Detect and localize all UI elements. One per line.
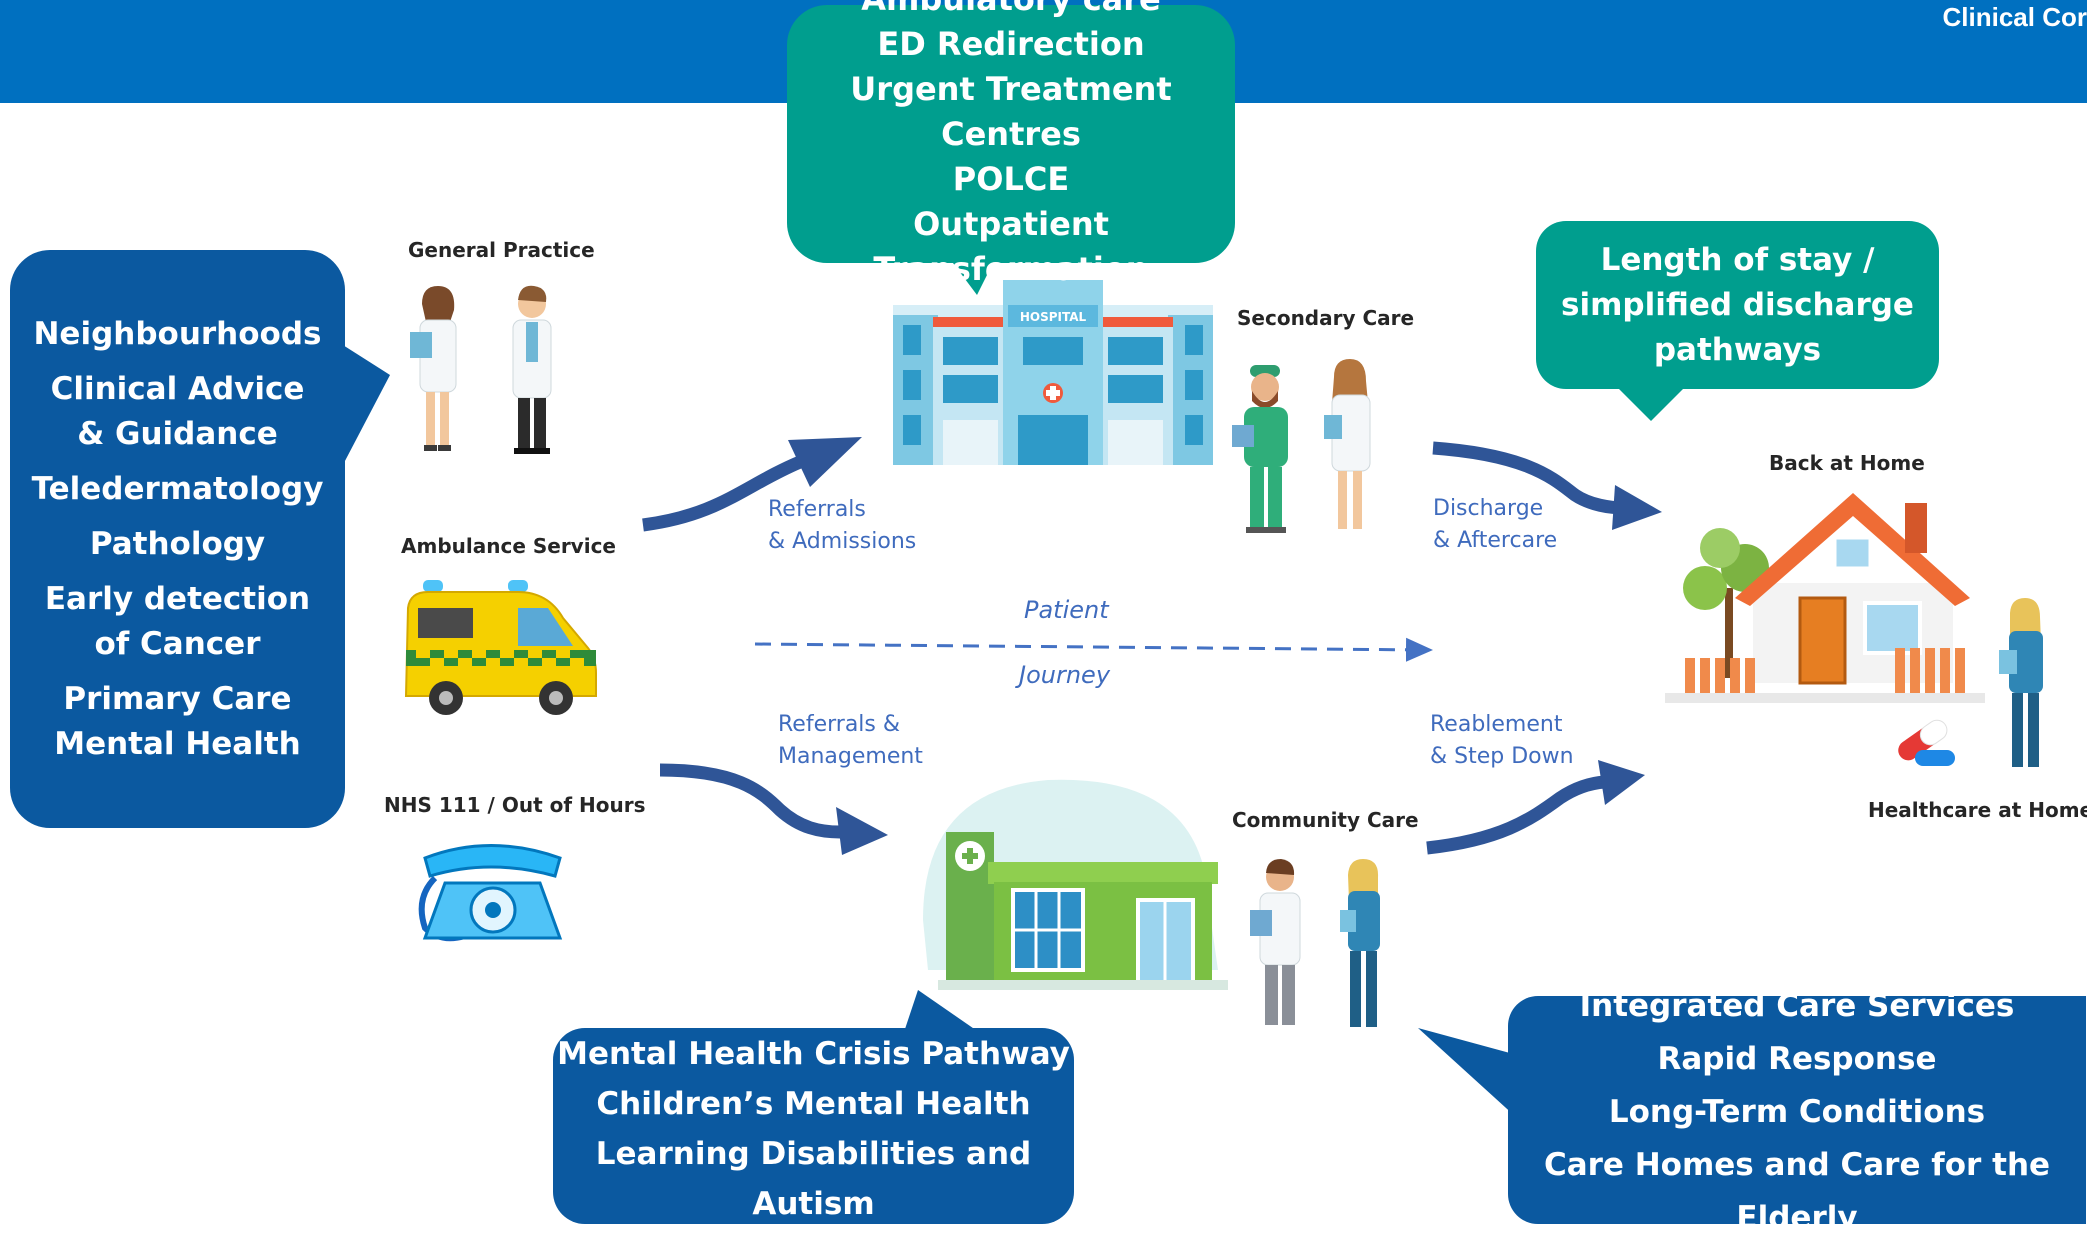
discharge-bubble-line: pathways	[1653, 331, 1822, 368]
community-care-label: Community Care	[1232, 808, 1419, 832]
healthcare-at-home-label: Healthcare at Home	[1868, 798, 2087, 822]
discharge-bubble-tail	[1611, 381, 1691, 421]
flow-label-line: Management	[778, 744, 923, 769]
flow-label-line: Referrals &	[778, 712, 901, 737]
referrals-management-arrow	[659, 763, 888, 855]
mental-health-bubble-line: Learning Disabilities and Autism	[595, 1136, 1032, 1222]
top-bubble-line: Outpatient Transformation	[873, 204, 1149, 288]
secondary-care-staff-illustration	[1232, 359, 1371, 533]
left-bubble-line: Primary Care Mental Health	[54, 680, 301, 762]
flow-label-line: & Aftercare	[1433, 528, 1558, 553]
flow-label-line: Reablement	[1430, 712, 1563, 737]
top-bubble-line: ED Redirection	[877, 24, 1145, 63]
left-bubble-line: Pathology	[89, 525, 266, 562]
header-title: Clinical Cor	[1942, 2, 2087, 32]
ambulance-service-label: Ambulance Service	[401, 534, 616, 558]
integrated-care-bubble-line: Care Homes and Care for the Elderly	[1543, 1146, 2051, 1236]
male-doctor-icon	[1250, 859, 1301, 1025]
top-bubble-line: Ambulatory care	[861, 0, 1160, 22]
flow-label-line: & Step Down	[1430, 744, 1574, 769]
reablement-stepdown-label: Reablement & Step Down	[1430, 709, 1574, 773]
left-bubble-tail	[335, 340, 390, 480]
surgeon-icon	[1232, 365, 1288, 533]
home-nurse-icon	[1999, 598, 2043, 767]
community-care-building-illustration	[923, 779, 1228, 990]
flow-label-line: Discharge	[1433, 496, 1544, 521]
mental-health-bubble-line: Mental Health Crisis Pathway	[557, 1036, 1070, 1072]
top-bubble-tail	[947, 255, 997, 295]
left-bubble-line: Early detection of Cancer	[44, 580, 311, 662]
ambulance-illustration	[404, 580, 597, 715]
left-bubble-line: Clinical Advice & Guidance	[50, 370, 305, 452]
nhs111-label: NHS 111 / Out of Hours	[384, 793, 646, 817]
discharge-aftercare-label: Discharge & Aftercare	[1433, 493, 1557, 557]
integrated-care-bubble-line: Rapid Response	[1657, 1040, 1937, 1077]
hospital-sign: HOSPITAL	[1020, 310, 1087, 324]
secondary-care-label: Secondary Care	[1237, 306, 1415, 330]
top-services-bubble: Ambulatory care ED Redirection Urgent Tr…	[787, 0, 1235, 295]
mental-health-bubble-tail	[903, 990, 983, 1035]
left-bubble-line: Neighbourhoods	[33, 315, 322, 352]
integrated-care-bubble-tail	[1418, 1028, 1528, 1128]
top-bubble-line: POLCE	[952, 159, 1070, 198]
discharge-bubble: Length of stay / simplified discharge pa…	[1536, 221, 1939, 421]
hospital-illustration: HOSPITAL	[893, 280, 1213, 465]
female-doctor-icon	[410, 286, 457, 451]
top-bubble-line: Urgent Treatment Centres	[850, 69, 1172, 153]
nurse-icon	[1340, 859, 1380, 1027]
mental-health-bubble-line: Children’s Mental Health	[596, 1086, 1031, 1122]
male-doctor-icon	[512, 285, 552, 454]
referrals-management-label: Referrals & Management	[778, 709, 923, 773]
referrals-admissions-arrow	[642, 437, 862, 532]
female-doctor-icon	[1324, 359, 1371, 529]
left-services-bubble: Neighbourhoods Clinical Advice & Guidanc…	[10, 250, 390, 828]
mental-health-bubble: Mental Health Crisis Pathway Children’s …	[553, 990, 1074, 1224]
general-practice-doctors-illustration	[410, 285, 552, 454]
patient-label: Patient	[1024, 596, 1109, 624]
integrated-care-bubble-line: Long-Term Conditions	[1608, 1093, 1986, 1130]
discharge-bubble-line: simplified discharge	[1561, 286, 1914, 323]
telephone-illustration	[418, 844, 563, 942]
journey-label: Journey	[1019, 661, 1111, 689]
house-illustration	[1665, 493, 1985, 703]
medication-icon	[1898, 719, 1955, 766]
discharge-bubble-line: Length of stay /	[1600, 241, 1875, 278]
discharge-aftercare-arrow	[1432, 441, 1662, 530]
referrals-admissions-label: Referrals & Admissions	[768, 494, 916, 558]
left-bubble-line: Teledermatology	[31, 470, 324, 507]
integrated-care-bubble-line: Integrated Care Services	[1579, 987, 2015, 1024]
flow-label-line: & Admissions	[768, 529, 917, 554]
integrated-care-bubble: Integrated Care Services Rapid Response …	[1418, 988, 2086, 1236]
flow-label-line: Referrals	[768, 497, 866, 522]
back-at-home-label: Back at Home	[1769, 451, 1925, 475]
patient-journey-dashed-arrow	[754, 637, 1433, 662]
general-practice-label: General Practice	[408, 238, 595, 262]
reablement-stepdown-arrow	[1426, 760, 1645, 855]
community-care-staff-illustration	[1250, 859, 1380, 1027]
